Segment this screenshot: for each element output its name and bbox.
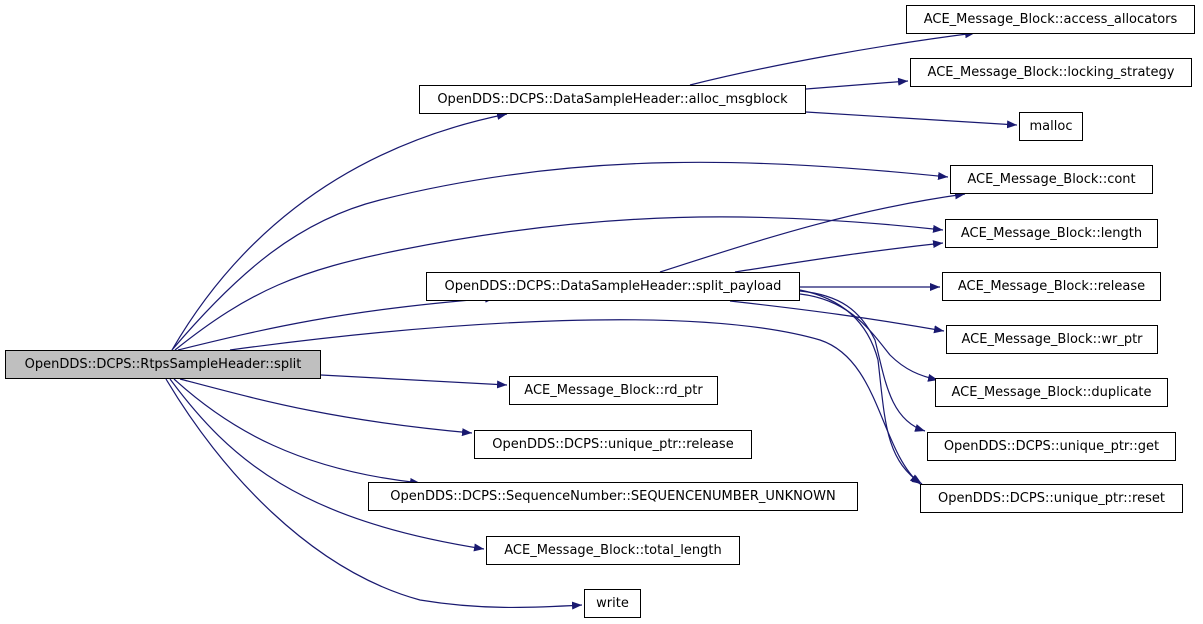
edge-alloc_msgblock-to-access_allocators	[689, 30, 976, 86]
edge-root-to-total_length	[169, 378, 485, 552]
node-unique-ptr-release[interactable]: OpenDDS::DCPS::unique_ptr::release	[474, 430, 752, 459]
edge-root-to-length	[174, 216, 944, 351]
node-ace-length[interactable]: ACE_Message_Block::length	[945, 219, 1158, 248]
node-sequencenumber-unknown[interactable]: OpenDDS::DCPS::SequenceNumber::SEQUENCEN…	[368, 482, 858, 511]
edge-root-to-cont	[171, 161, 949, 351]
node-datasampleheader-split-payload[interactable]: OpenDDS::DCPS::DataSampleHeader::split_p…	[426, 272, 800, 301]
node-ace-duplicate[interactable]: ACE_Message_Block::duplicate	[935, 378, 1168, 407]
edge-root-to-split_payload	[177, 294, 496, 351]
node-ace-locking-strategy[interactable]: ACE_Message_Block::locking_strategy	[910, 58, 1192, 87]
node-ace-access-allocators[interactable]: ACE_Message_Block::access_allocators	[906, 5, 1195, 34]
node-rtpssampleheader-split[interactable]: OpenDDS::DCPS::RtpsSampleHeader::split	[5, 350, 321, 379]
edge-alloc_msgblock-to-locking_strategy	[805, 77, 909, 90]
node-ace-cont[interactable]: ACE_Message_Block::cont	[950, 165, 1153, 194]
edge-split_payload-to-wr_ptr	[729, 300, 945, 334]
edge-split_payload-to-length	[734, 240, 944, 273]
edge-root-to-alloc_msgblock	[171, 112, 508, 351]
node-unique-ptr-reset[interactable]: OpenDDS::DCPS::unique_ptr::reset	[920, 484, 1183, 513]
edge-split_payload-to-duplicate	[799, 293, 939, 382]
node-ace-rd-ptr[interactable]: ACE_Message_Block::rd_ptr	[509, 376, 718, 405]
edge-alloc_msgblock-to-malloc	[805, 111, 1018, 129]
edge-root-to-rd_ptr	[320, 374, 508, 389]
node-malloc[interactable]: malloc	[1019, 112, 1083, 141]
edge-root-to-up_reset	[229, 319, 921, 485]
edge-root-to-write	[165, 378, 583, 610]
node-datasampleheader-alloc-msgblock[interactable]: OpenDDS::DCPS::DataSampleHeader::alloc_m…	[419, 85, 806, 114]
node-write[interactable]: write	[584, 589, 641, 618]
node-unique-ptr-get[interactable]: OpenDDS::DCPS::unique_ptr::get	[927, 432, 1176, 461]
edge-split_payload-to-cont	[659, 191, 966, 273]
node-ace-wr-ptr[interactable]: ACE_Message_Block::wr_ptr	[946, 325, 1158, 354]
node-ace-total-length[interactable]: ACE_Message_Block::total_length	[486, 536, 740, 565]
edge-root-to-seq_unknown	[173, 378, 421, 486]
edge-split_payload-to-up_get	[799, 290, 926, 432]
edge-split_payload-to-up_reset	[799, 289, 923, 485]
edge-root-to-up_release	[179, 378, 473, 437]
node-ace-release[interactable]: ACE_Message_Block::release	[942, 272, 1161, 301]
